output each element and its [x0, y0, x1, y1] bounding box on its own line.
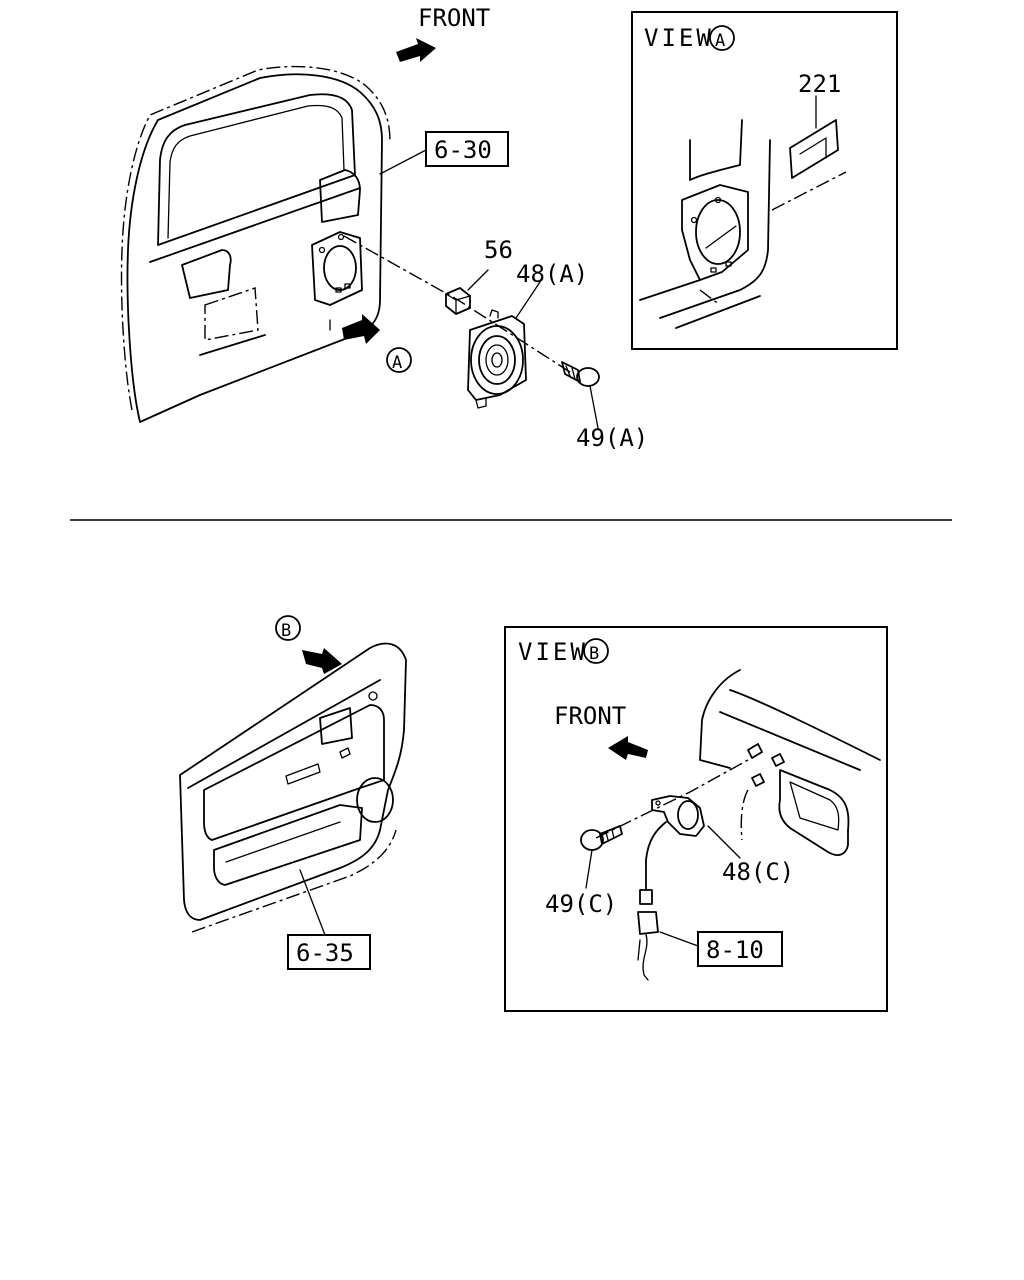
part-49a-label: 49(A)	[576, 424, 648, 452]
door-trim-panel	[179, 642, 407, 933]
marker-a-label: A	[392, 353, 402, 373]
view-b-panel: VIEW B FRONT 48(C)	[504, 626, 888, 1012]
front-arrow-top-icon	[396, 38, 436, 62]
ref-8-10-label: 8-10	[706, 936, 764, 964]
view-a-marker: A	[715, 31, 725, 51]
part-221-label: 221	[798, 70, 841, 98]
clip-56	[445, 287, 471, 315]
ref-6-35-label: 6-35	[296, 939, 354, 967]
marker-b-label: B	[281, 621, 291, 641]
part-56-label: 56	[484, 236, 513, 264]
ref-6-30-label: 6-30	[434, 136, 492, 164]
part-48c-label: 48(C)	[722, 858, 794, 886]
view-b-marker: B	[589, 644, 599, 664]
view-b-title: VIEW	[518, 638, 588, 666]
ref-box-6-35: 6-35	[287, 934, 371, 970]
screw-49a	[561, 361, 600, 387]
label-221-patch	[789, 119, 839, 179]
door-inner-panel	[699, 669, 881, 856]
view-a-title: VIEW	[644, 24, 714, 52]
part-49c-label: 49(C)	[545, 890, 617, 918]
view-a-arrow-icon	[342, 314, 380, 344]
speaker-48a	[467, 309, 527, 409]
view-b-arrow-icon	[302, 648, 342, 674]
front-arrow-view-b-icon	[608, 736, 648, 760]
connector-8-10	[637, 911, 659, 981]
tweeter-48c	[639, 795, 705, 905]
ref-box-6-30: 6-30	[425, 131, 509, 167]
front-door-outline	[120, 65, 391, 423]
front-label-top: FRONT	[418, 4, 490, 32]
front-label-view-b: FRONT	[554, 702, 626, 730]
front-door-assembly: FRONT	[120, 4, 648, 452]
view-a-panel: VIEW A 221	[631, 11, 898, 350]
part-48a-label: 48(A)	[516, 260, 588, 288]
door-trim-assembly: B 6-35	[179, 615, 407, 970]
